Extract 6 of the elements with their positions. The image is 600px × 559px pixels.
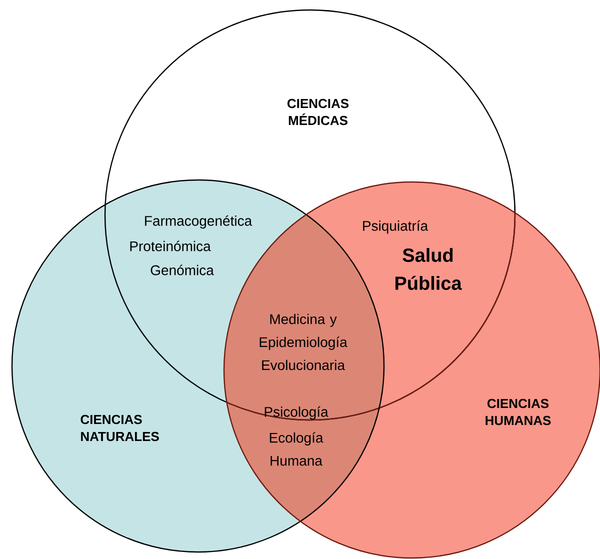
label: Ecología Humana [270,432,324,466]
label: Salud Pública [395,248,462,290]
label: Genómica [150,264,214,276]
label: Medicina y Epidemiología Evolucionaria [260,314,348,370]
label: Proteinómica [130,240,211,252]
label: Psicología [264,406,328,420]
